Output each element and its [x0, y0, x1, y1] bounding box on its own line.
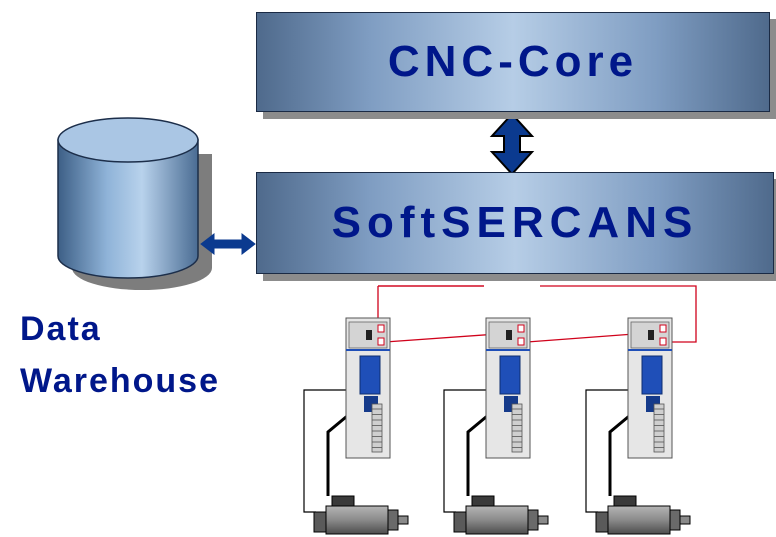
drive-module [359, 355, 381, 395]
data-warehouse-label-line2: Warehouse [20, 362, 221, 400]
fiber-port-in [377, 324, 385, 333]
motor-flange [527, 509, 539, 531]
fiber-port-out [377, 337, 385, 346]
motor-encoder [313, 511, 327, 533]
power-cable [466, 410, 493, 496]
data-warehouse-label-line1: Data [20, 310, 102, 348]
drive-2[interactable] [443, 317, 549, 535]
status-display [648, 330, 654, 340]
fiber-port-in [517, 324, 525, 333]
feedback-cable [443, 389, 486, 513]
fiber-port-in [659, 324, 667, 333]
motor-connector [613, 495, 637, 507]
motor-shaft [679, 515, 691, 525]
terminal-strip [511, 403, 523, 453]
status-display [366, 330, 372, 340]
motor-encoder [453, 511, 467, 533]
drive-1[interactable] [303, 317, 409, 535]
motor-encoder [595, 511, 609, 533]
power-cable [326, 410, 353, 496]
drive-3[interactable] [585, 317, 691, 535]
motor-connector [331, 495, 355, 507]
feedback-cable [303, 389, 346, 513]
status-display [506, 330, 512, 340]
motor-flange [669, 509, 681, 531]
cnc-core-block[interactable]: CNC-Core [256, 12, 770, 112]
servo-motor-icon [325, 505, 389, 535]
motor-shaft [397, 515, 409, 525]
feedback-cable [585, 389, 628, 513]
motor-shaft [537, 515, 549, 525]
fiber-port-out [517, 337, 525, 346]
motor-connector [471, 495, 495, 507]
fiber-port-out [659, 337, 667, 346]
softsercans-block[interactable]: SoftSERCANS [256, 172, 774, 274]
database-cylinder-icon [57, 117, 212, 290]
cnc-core-label: CNC-Core [387, 37, 639, 86]
terminal-strip [371, 403, 383, 453]
power-cable [608, 410, 635, 496]
drive-module [499, 355, 521, 395]
terminal-strip [653, 403, 665, 453]
fiber-ring-wire-path [377, 285, 697, 343]
motor-flange [387, 509, 399, 531]
horizontal-double-arrow-icon [200, 232, 256, 256]
softsercans-label: SoftSERCANS [331, 198, 699, 247]
servo-motor-icon [607, 505, 671, 535]
drive-module [641, 355, 663, 395]
servo-motor-icon [465, 505, 529, 535]
